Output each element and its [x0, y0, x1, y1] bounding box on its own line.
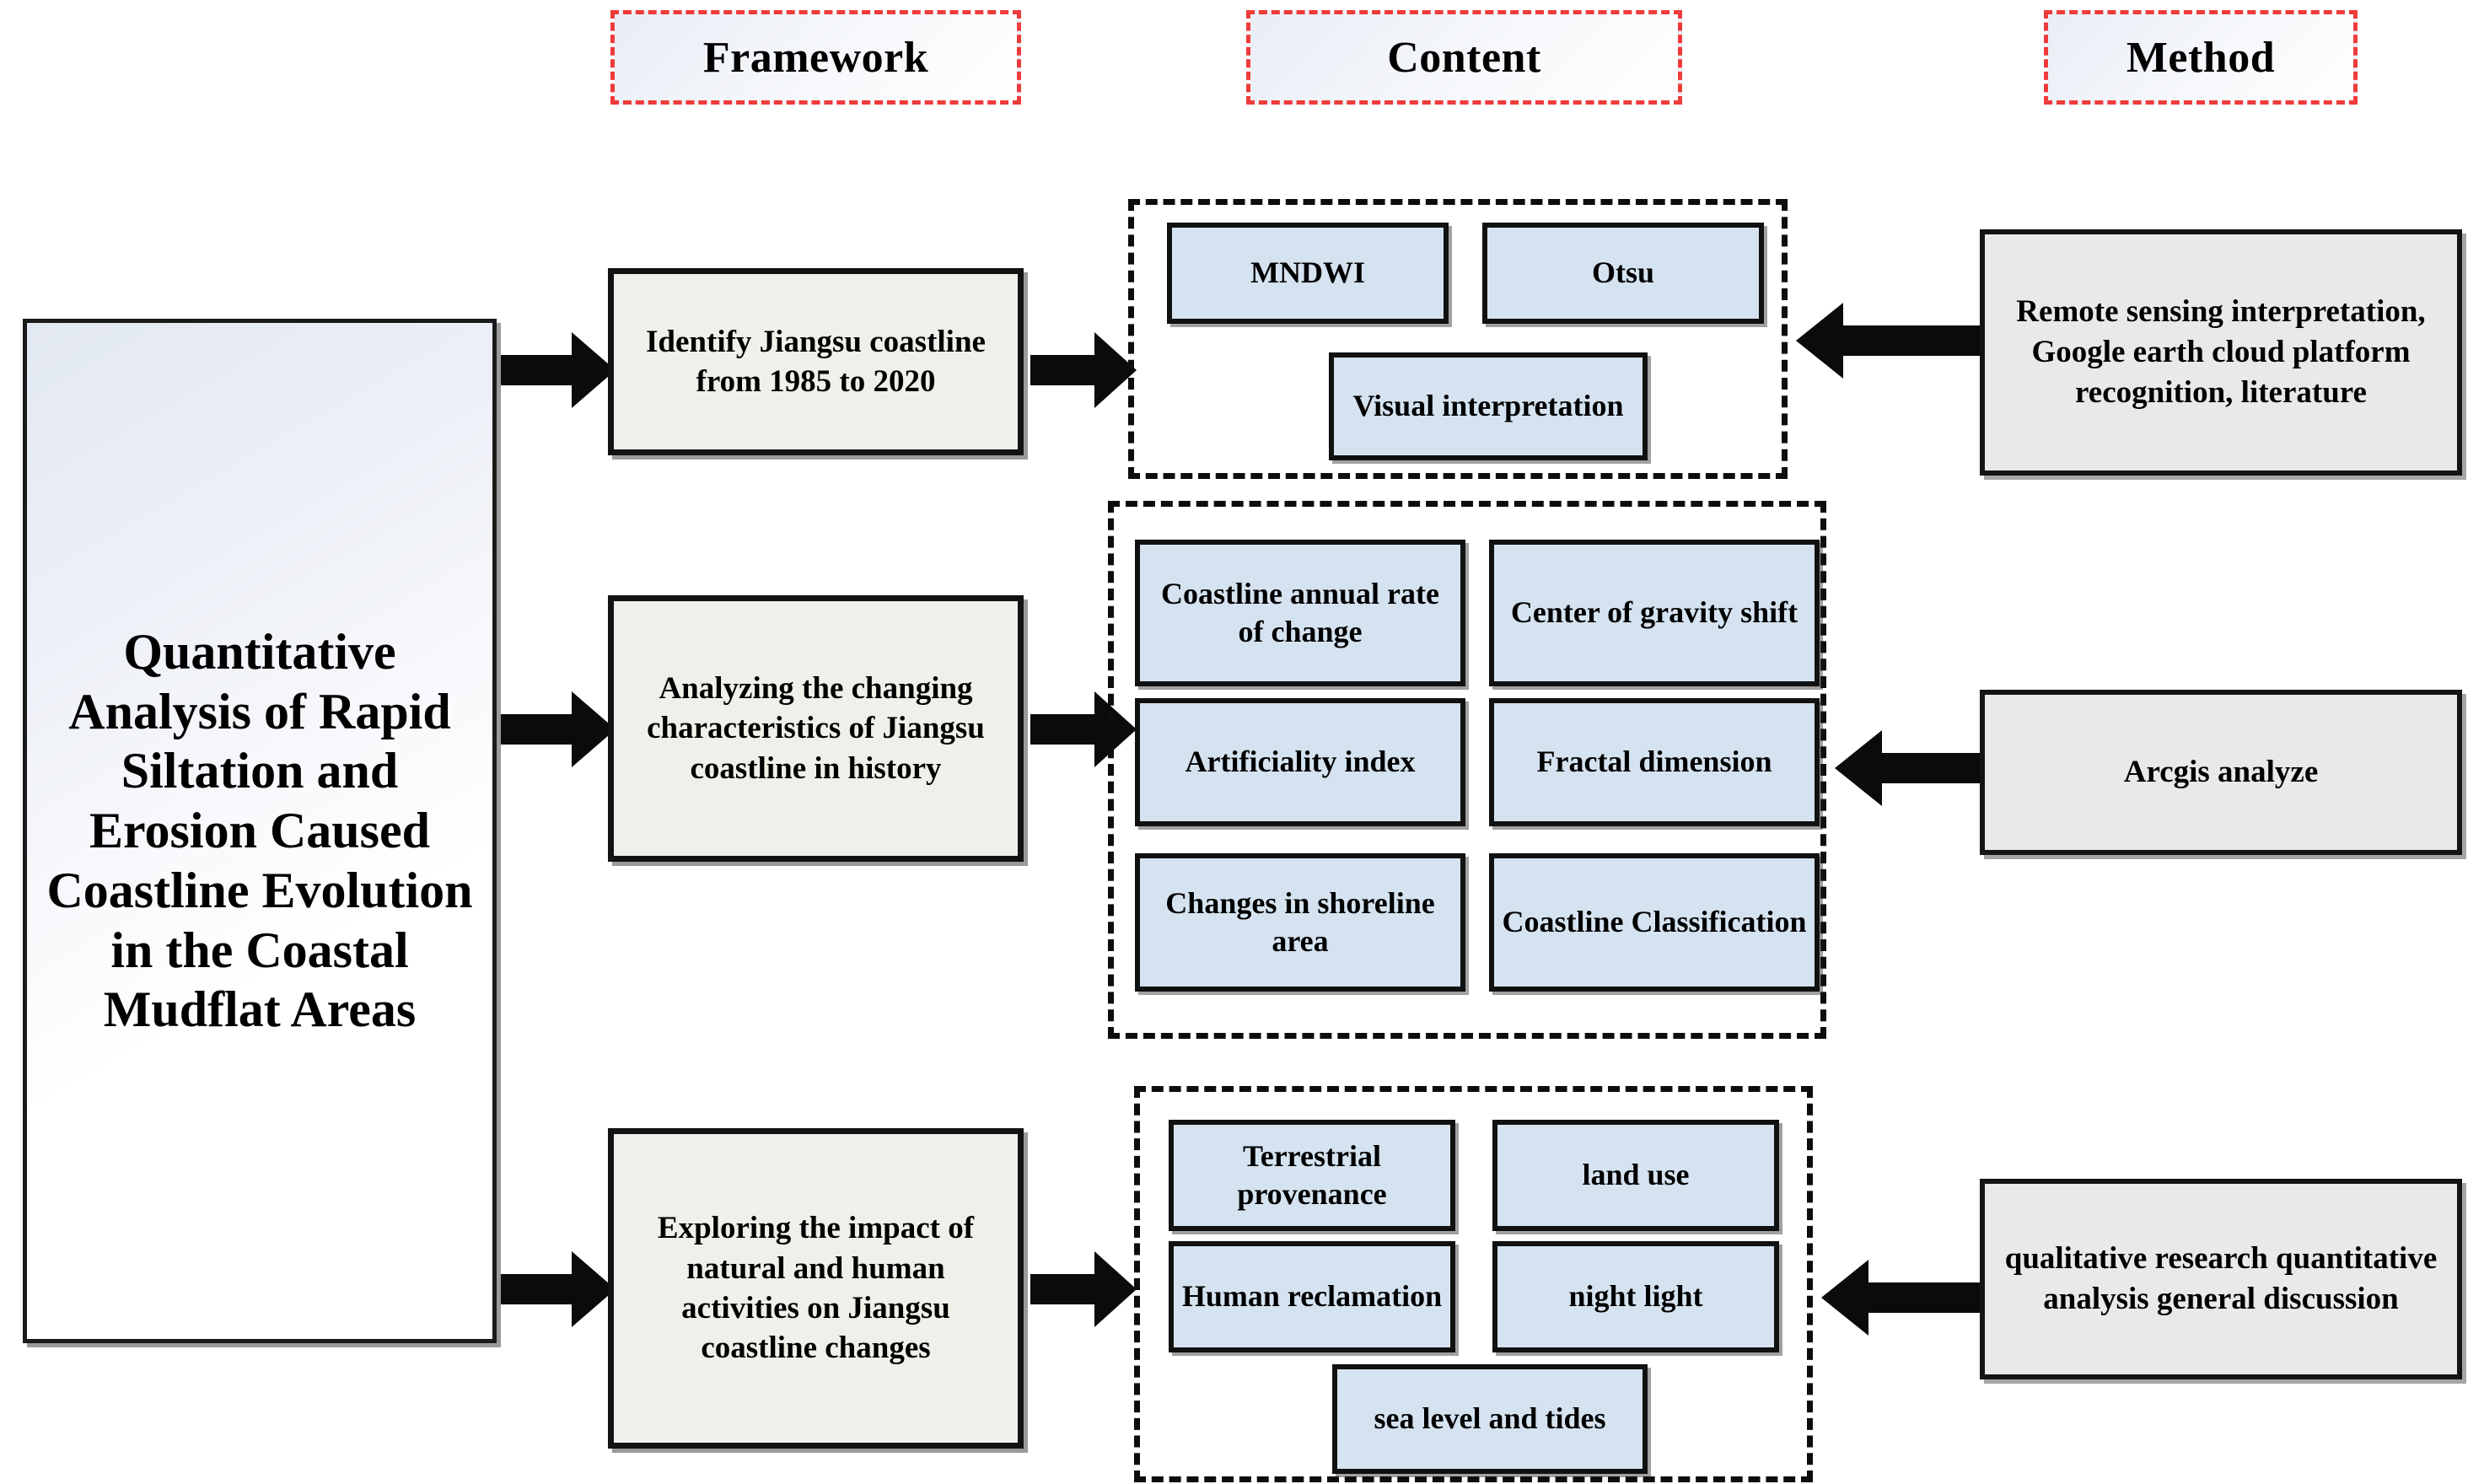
content-box-center-of-gravity-shift: Center of gravity shift — [1489, 540, 1820, 686]
content-box-changes-in-shoreline-area-label: Changes in shoreline area — [1165, 885, 1435, 958]
content-group-3 — [1134, 1086, 1813, 1482]
column-header-content: Content — [1246, 10, 1682, 105]
content-box-terrestrial-provenance: Terrestrial provenance — [1169, 1120, 1455, 1231]
content-box-human-reclamation: Human reclamation — [1169, 1241, 1455, 1352]
content-box-visual-interpretation-label: Visual interpretation — [1352, 389, 1624, 423]
content-box-land-use-label: land use — [1582, 1158, 1690, 1192]
content-box-mndwi-label: MNDWI — [1250, 255, 1365, 290]
framework-box-2-label: Analyzing the changing characteristics o… — [647, 670, 985, 786]
method-box-2-label: Arcgis analyze — [2123, 754, 2319, 789]
content-box-human-reclamation-label: Human reclamation — [1181, 1279, 1443, 1314]
content-box-coastline-classification-label: Coastline Classification — [1502, 905, 1807, 939]
content-group-2 — [1108, 501, 1826, 1039]
content-box-coastline-classification: Coastline Classification — [1489, 853, 1820, 992]
arrow-main-to-framework-2 — [501, 688, 616, 771]
content-box-mndwi: MNDWI — [1167, 223, 1449, 324]
content-box-terrestrial-provenance-label: Terrestrial provenance — [1237, 1138, 1387, 1211]
column-header-content-label: Content — [1387, 33, 1541, 82]
arrow-main-to-framework-1 — [501, 329, 616, 411]
arrow-framework-to-content-3 — [1030, 1248, 1137, 1331]
content-box-otsu-label: Otsu — [1591, 255, 1655, 290]
column-header-method-label: Method — [2126, 33, 2276, 82]
arrow-method-to-content-2 — [1835, 727, 1987, 809]
framework-box-1: Identify Jiangsu coastline from 1985 to … — [608, 268, 1024, 455]
column-header-method: Method — [2044, 10, 2358, 105]
column-header-framework-label: Framework — [702, 33, 929, 82]
content-box-fractal-dimension-label: Fractal dimension — [1536, 745, 1772, 779]
content-group-1 — [1128, 199, 1788, 479]
content-box-land-use: land use — [1492, 1120, 1779, 1231]
content-box-visual-interpretation: Visual interpretation — [1329, 352, 1648, 460]
content-box-coastline-annual-rate-label: Coastline annual rate of change — [1160, 576, 1439, 648]
framework-box-1-label: Identify Jiangsu coastline from 1985 to … — [646, 324, 986, 399]
content-box-center-of-gravity-shift-label: Center of gravity shift — [1510, 595, 1798, 630]
method-box-2: Arcgis analyze — [1980, 690, 2462, 855]
method-box-1: Remote sensing interpretation, Google ea… — [1980, 229, 2462, 476]
method-box-3-label: qualitative research quantitative analys… — [2004, 1240, 2438, 1316]
framework-box-2: Analyzing the changing characteristics o… — [608, 595, 1024, 862]
content-box-artificiality-index-label: Artificiality index — [1185, 745, 1416, 779]
content-box-fractal-dimension: Fractal dimension — [1489, 698, 1820, 826]
main-title-box: Quantitative Analysis of Rapid Siltation… — [23, 319, 497, 1343]
framework-box-3-label: Exploring the impact of natural and huma… — [657, 1211, 975, 1366]
column-header-framework: Framework — [610, 10, 1021, 105]
content-box-sea-level-and-tides: sea level and tides — [1332, 1364, 1648, 1474]
content-box-artificiality-index: Artificiality index — [1135, 698, 1465, 826]
arrow-main-to-framework-3 — [501, 1248, 616, 1331]
content-box-otsu: Otsu — [1482, 223, 1764, 324]
content-box-night-light: night light — [1492, 1241, 1779, 1352]
content-box-changes-in-shoreline-area: Changes in shoreline area — [1135, 853, 1465, 992]
method-box-1-label: Remote sensing interpretation, Google ea… — [2016, 293, 2426, 411]
content-box-sea-level-and-tides-label: sea level and tides — [1374, 1401, 1606, 1436]
arrow-framework-to-content-1 — [1030, 329, 1137, 411]
arrow-method-to-content-1 — [1796, 299, 1983, 382]
method-box-3: qualitative research quantitative analys… — [1980, 1179, 2462, 1379]
content-box-night-light-label: night light — [1568, 1279, 1703, 1314]
arrow-method-to-content-3 — [1821, 1256, 1987, 1339]
content-box-coastline-annual-rate: Coastline annual rate of change — [1135, 540, 1465, 686]
framework-box-3: Exploring the impact of natural and huma… — [608, 1128, 1024, 1449]
main-title-label: Quantitative Analysis of Rapid Siltation… — [46, 623, 473, 1038]
